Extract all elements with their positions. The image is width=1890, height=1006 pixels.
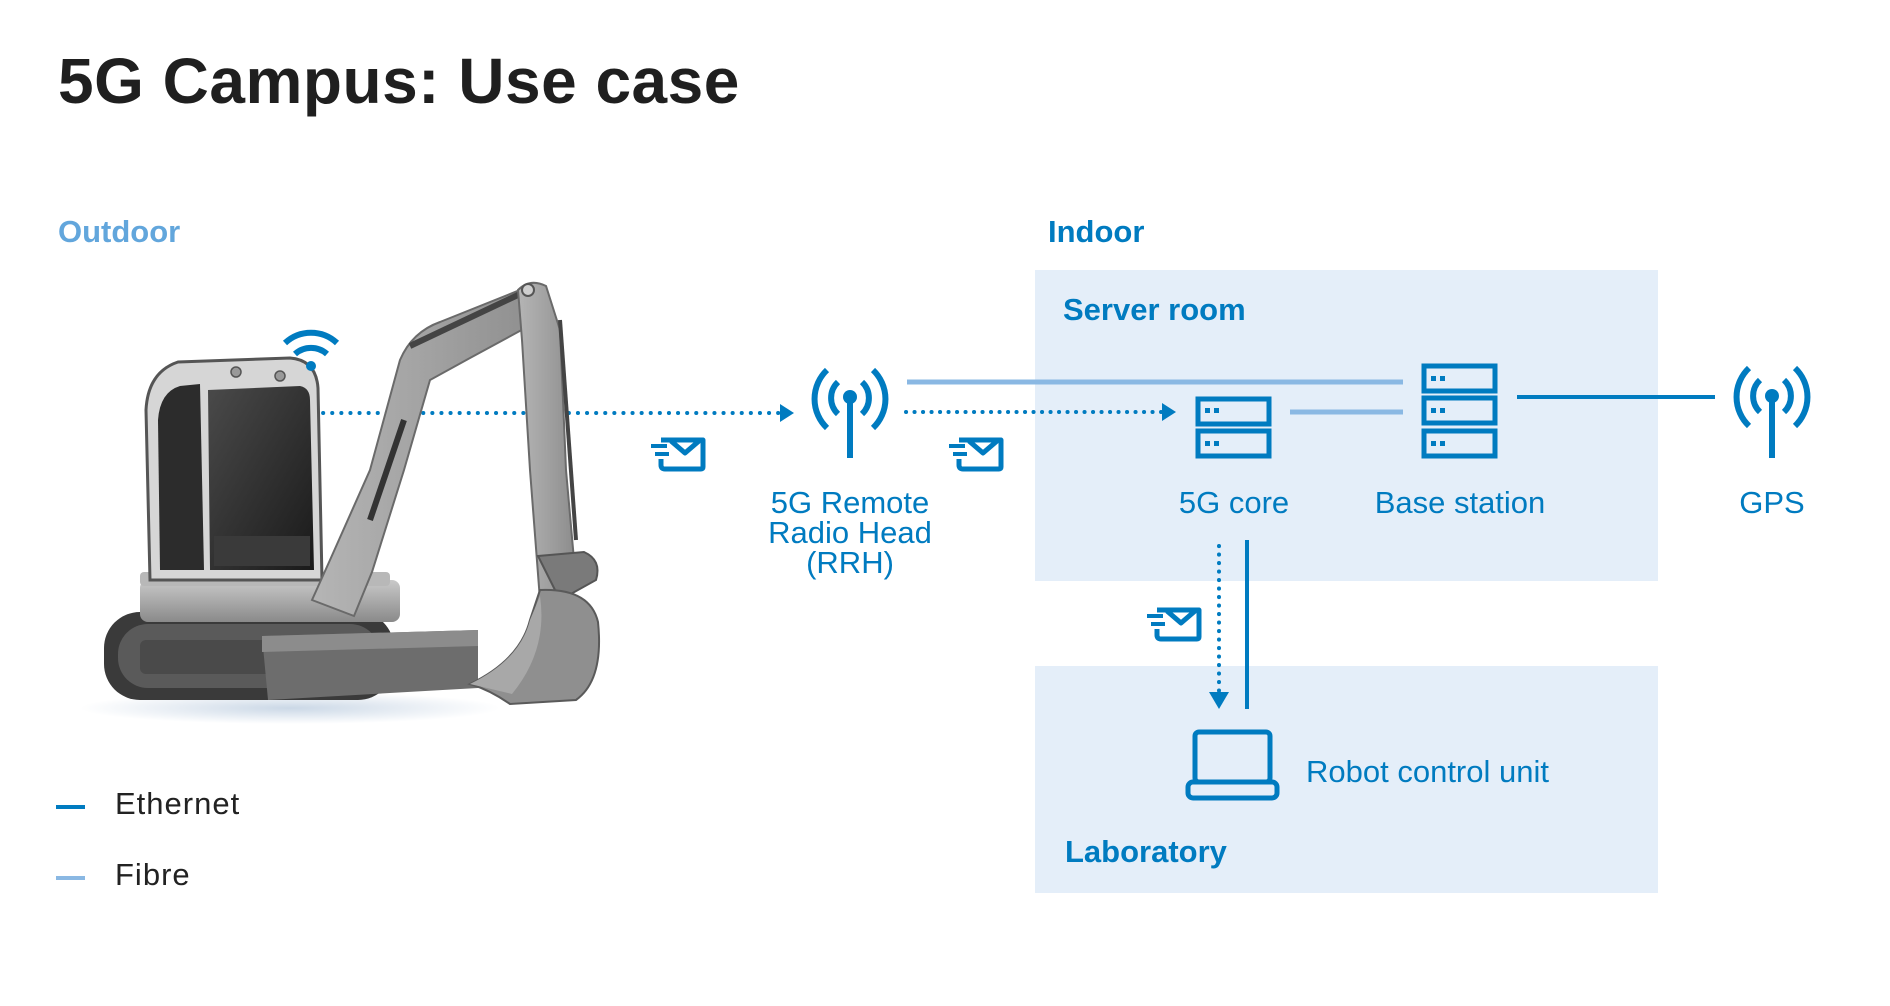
rrh-label-line-3: (RRH) xyxy=(806,545,894,580)
laptop-icon xyxy=(1185,729,1280,801)
robot-control-unit-label: Robot control unit xyxy=(1306,754,1549,789)
legend-label-fibre: Fibre xyxy=(115,857,191,892)
gps-antenna-icon xyxy=(1733,365,1811,458)
arrowhead-icon xyxy=(1209,692,1229,709)
wifi-icon xyxy=(282,329,340,371)
rrh-label: 5G Remote Radio Head (RRH) xyxy=(760,485,940,580)
server-room-area xyxy=(1035,270,1658,581)
legend-label-ethernet: Ethernet xyxy=(115,786,241,821)
core-label: 5G core xyxy=(1178,485,1290,520)
mail-send-icon xyxy=(651,437,706,472)
laboratory-label: Laboratory xyxy=(1065,834,1227,869)
rrh-antenna-icon xyxy=(811,367,889,458)
laboratory-area xyxy=(1035,666,1658,893)
server-room-label: Server room xyxy=(1063,292,1246,327)
wireless-link-core-robot xyxy=(1209,544,1229,709)
gps-label: GPS xyxy=(1739,485,1805,520)
base-station-label: Base station xyxy=(1374,485,1546,520)
core-server-icon xyxy=(1195,396,1272,459)
page-title: 5G Campus: Use case xyxy=(58,45,740,117)
mail-send-icon xyxy=(1147,607,1202,642)
rrh-label-line-1: 5G Remote xyxy=(770,485,930,520)
excavator-image xyxy=(80,281,601,724)
wireless-link-excavator-rrh xyxy=(312,404,794,422)
base-station-server-icon xyxy=(1421,363,1498,459)
mail-send-icon xyxy=(949,437,1004,472)
zone-label-outdoor: Outdoor xyxy=(58,214,181,249)
arrowhead-icon xyxy=(1162,403,1176,421)
wireless-link-rrh-core xyxy=(904,403,1176,421)
zone-label-indoor: Indoor xyxy=(1048,214,1145,249)
arrowhead-icon xyxy=(780,404,794,422)
rrh-label-line-2: Radio Head xyxy=(768,515,932,550)
